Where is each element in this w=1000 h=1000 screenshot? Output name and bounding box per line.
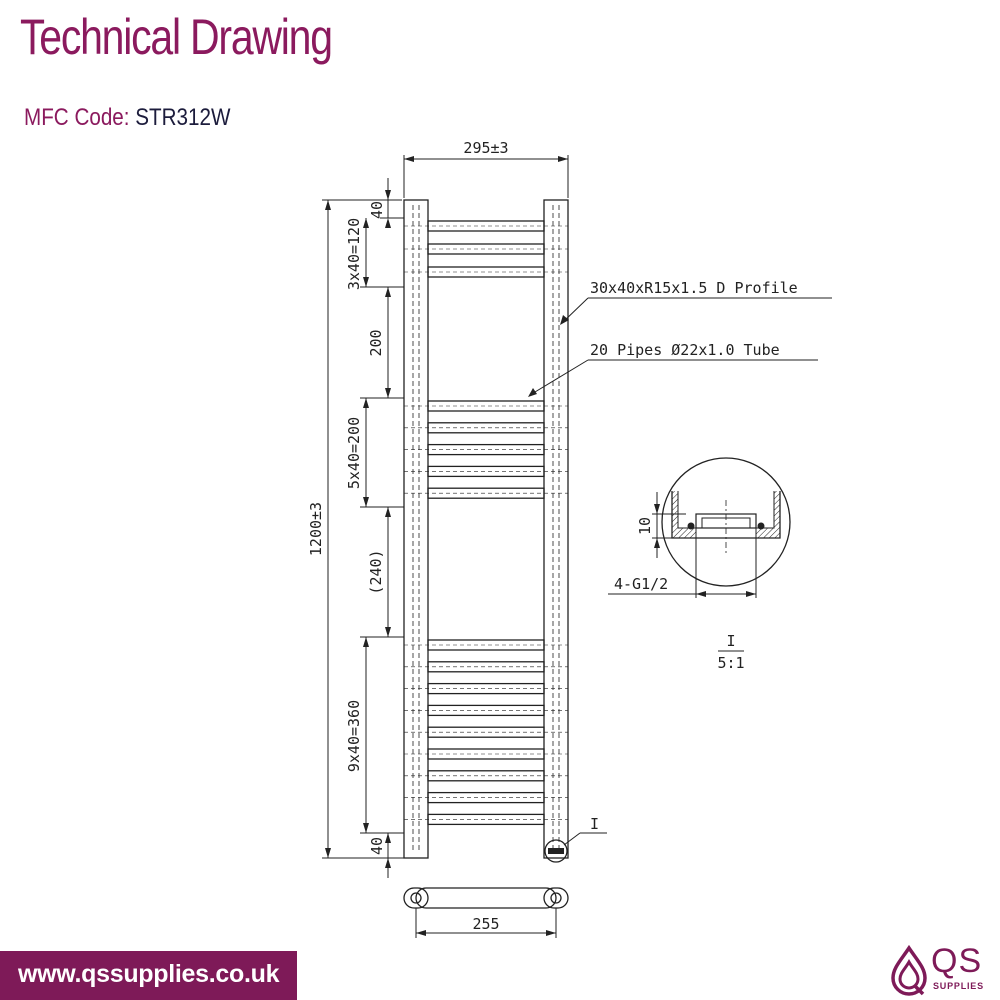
bottom-group-label: 9x40=360 xyxy=(345,700,363,772)
detail-height-label: 10 xyxy=(636,517,654,535)
left-rail xyxy=(403,199,429,859)
radiator-frame xyxy=(403,199,569,859)
profile-callout: 30x40xR15x1.5 D Profile xyxy=(560,279,832,325)
dimension-lines xyxy=(322,155,569,878)
pipes-note: 20 Pipes Ø22x1.0 Tube xyxy=(590,341,780,359)
mfc-code-value: STR312W xyxy=(135,104,231,131)
tube-bars xyxy=(404,220,568,826)
profile-note: 30x40xR15x1.5 D Profile xyxy=(590,279,798,297)
middle-group-label: 5x40=200 xyxy=(345,417,363,489)
right-rail xyxy=(543,199,569,859)
bottom-gap-label: 40 xyxy=(368,837,386,855)
width-dimension-label: 295±3 xyxy=(463,139,508,157)
bracket-width-label: 255 xyxy=(472,915,499,933)
droplet-icon xyxy=(891,944,927,996)
detail-marker-label: I xyxy=(590,815,599,833)
pipes-callout: 20 Pipes Ø22x1.0 Tube xyxy=(528,341,818,397)
logo-subtext: SUPPLIES xyxy=(933,981,984,991)
valve-detail-marker: I xyxy=(544,815,607,863)
technical-drawing: 295±3 1200±3 40 3x40=120 200 5x40=200 (2… xyxy=(307,139,832,938)
dimension-labels: 295±3 1200±3 40 3x40=120 200 5x40=200 (2… xyxy=(307,139,509,855)
gap-two-label: (240) xyxy=(367,549,385,594)
mfc-code-label: MFC Code: xyxy=(24,104,136,131)
detail-scale-label: 5:1 xyxy=(717,654,744,672)
top-gap-label: 40 xyxy=(368,201,386,219)
height-dimension-label: 1200±3 xyxy=(307,502,325,556)
dimension-arrows xyxy=(325,156,568,868)
qs-supplies-logo: QS SUPPLIES xyxy=(887,942,997,998)
mfc-code: MFC Code: STR312W xyxy=(24,104,230,132)
detail-thread-label: 4-G1/2 xyxy=(614,575,668,593)
detail-scale-id: I xyxy=(726,632,735,650)
gap-one-label: 200 xyxy=(367,329,385,356)
top-group-label: 3x40=120 xyxy=(345,218,363,290)
page-title: Technical Drawing xyxy=(20,9,333,65)
website-link[interactable]: www.qssupplies.co.uk xyxy=(18,960,280,988)
footer-bar: www.qssupplies.co.uk xyxy=(0,951,297,1000)
wall-bracket: 255 xyxy=(403,887,569,938)
logo-text: QS xyxy=(931,942,983,980)
valve-detail-view: 4-G1/2 10 I 5:1 xyxy=(608,457,791,672)
